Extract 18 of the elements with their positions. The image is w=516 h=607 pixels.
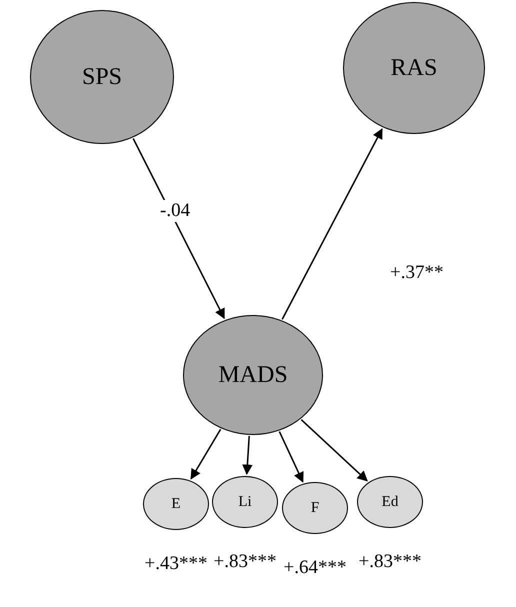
node-label: F xyxy=(310,500,320,516)
node-label: Li xyxy=(238,494,252,510)
arrow xyxy=(190,428,222,480)
arrow xyxy=(132,138,225,320)
coefficient-label: +.43*** xyxy=(144,553,208,575)
node-label: MADS xyxy=(218,362,288,388)
edge-label: -.04 xyxy=(160,200,190,222)
node-label: SPS xyxy=(82,64,122,90)
node-label: RAS xyxy=(390,54,438,82)
node-label: Ed xyxy=(382,494,398,510)
coefficient-label: +.64*** xyxy=(284,557,346,579)
arrow xyxy=(278,431,304,483)
arrow xyxy=(282,128,383,320)
arrow xyxy=(300,419,368,482)
coefficient-label: +.83*** xyxy=(214,551,276,573)
coefficient-label: +.83*** xyxy=(358,551,422,573)
node-label: E xyxy=(171,496,181,512)
arrow xyxy=(242,436,253,476)
